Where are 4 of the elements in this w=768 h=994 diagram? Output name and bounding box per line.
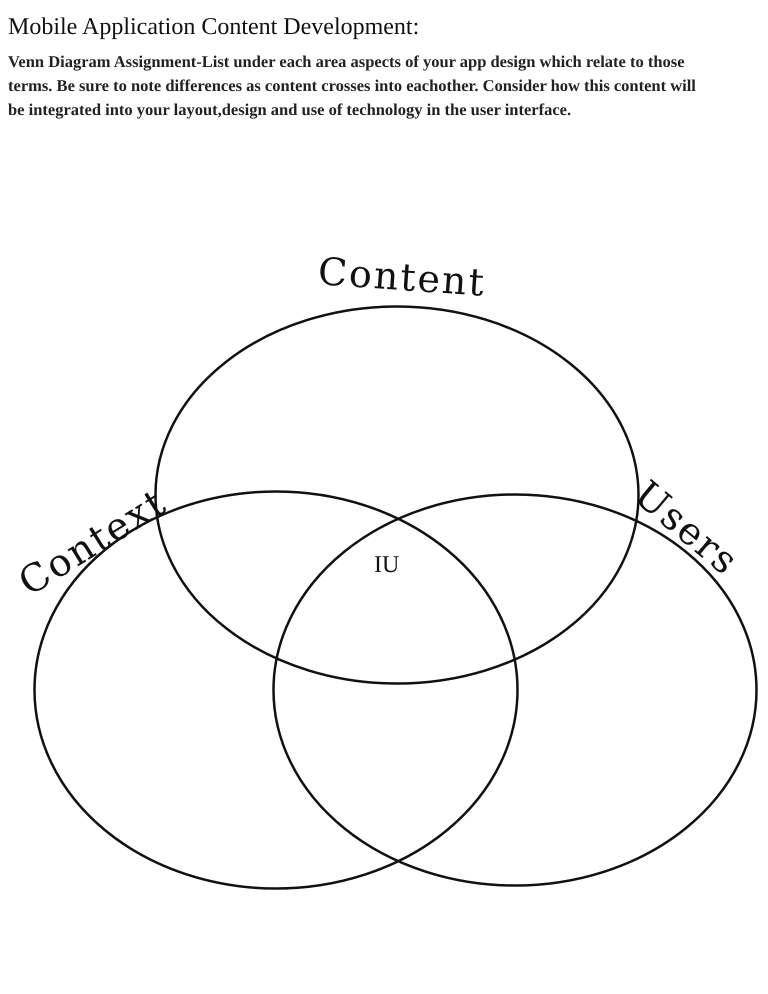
circle-label: Content [316, 249, 488, 305]
center-label: IU [374, 552, 400, 579]
title: Mobile Application Content Development: [8, 14, 420, 41]
instructions-text: Venn Diagram Assignment-List under each area aspects of your app design which relate to those terms. Be sure to note differences as content crosses into eachother. Consider how this content will be integrated into your layout,design and use of technology in the user interface. [8, 51, 697, 121]
